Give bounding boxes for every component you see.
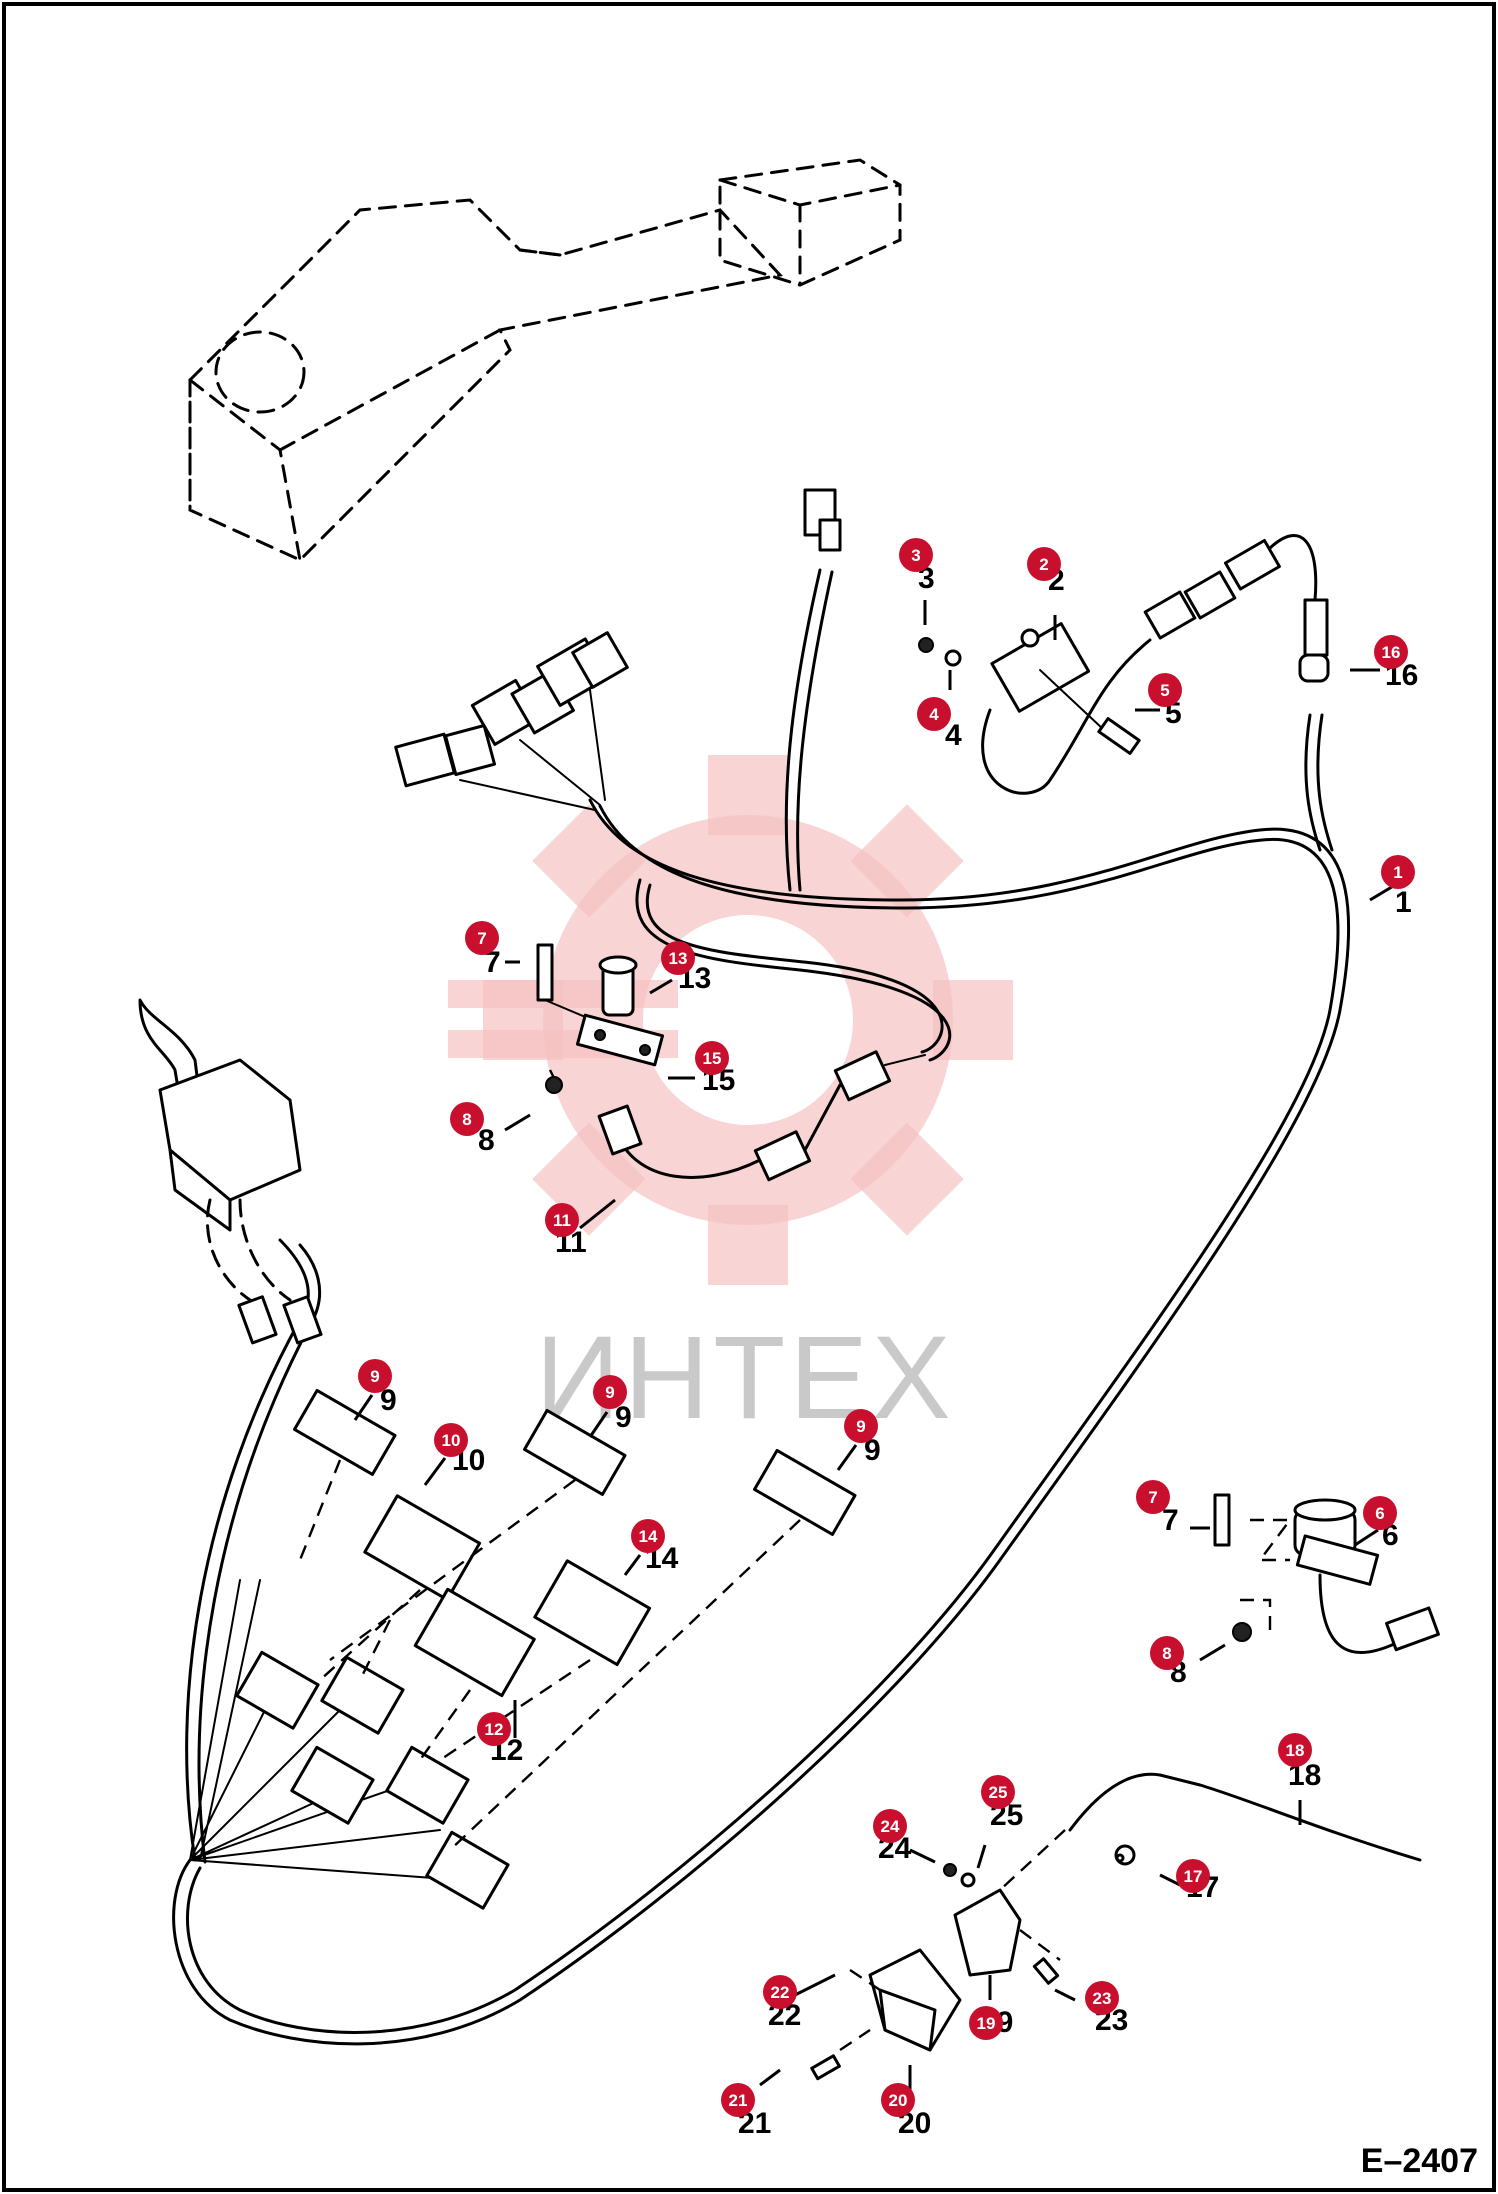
svg-text:4: 4 [929,705,939,724]
svg-text:14: 14 [639,1527,658,1546]
callout-10[interactable]: 10 [434,1423,468,1457]
part-label-7a: 7 [484,946,501,979]
figure-number: E–2407 [1361,2142,1478,2180]
callout-24[interactable]: 24 [873,1809,907,1843]
callout-1[interactable]: 1 [1381,855,1415,889]
callout-8b[interactable]: 8 [1150,1636,1184,1670]
svg-text:1: 1 [1393,863,1402,882]
callout-4[interactable]: 4 [917,697,951,731]
callout-16[interactable]: 16 [1374,635,1408,669]
part-label-8a: 8 [478,1124,495,1157]
svg-text:3: 3 [911,546,920,565]
callout-2[interactable]: 2 [1027,547,1061,581]
svg-text:17: 17 [1184,1867,1203,1886]
callout-12[interactable]: 12 [477,1712,511,1746]
svg-text:18: 18 [1286,1741,1305,1760]
svg-text:2: 2 [1039,555,1048,574]
callout-7b[interactable]: 7 [1136,1480,1170,1514]
svg-text:7: 7 [477,929,486,948]
switch-assembly [918,534,1330,795]
part-label-9c: 9 [864,1434,881,1467]
svg-text:5: 5 [1160,681,1169,700]
svg-text:13: 13 [669,949,688,968]
callout-5[interactable]: 5 [1148,673,1182,707]
svg-text:23: 23 [1093,1989,1112,2008]
callout-8a[interactable]: 8 [450,1102,484,1136]
callout-11[interactable]: 11 [545,1203,579,1237]
connector-bank [235,1388,857,1910]
callout-19[interactable]: 19 [969,2006,1003,2040]
callout-9a[interactable]: 9 [358,1359,392,1393]
svg-text:21: 21 [729,2091,748,2110]
sensor-mount [536,943,926,1182]
svg-text:11: 11 [553,1211,571,1230]
watermark: ИНТЕХ [448,755,1013,1444]
callout-21[interactable]: 21 [721,2083,755,2117]
svg-text:24: 24 [881,1817,900,1836]
callout-20[interactable]: 20 [881,2083,915,2117]
svg-text:7: 7 [1148,1488,1157,1507]
callout-7a[interactable]: 7 [465,921,499,955]
speed-sensor [1213,1493,1440,1654]
callout-13[interactable]: 13 [661,941,695,975]
svg-text:25: 25 [989,1783,1008,1802]
svg-text:15: 15 [703,1049,722,1068]
svg-text:9: 9 [605,1383,614,1402]
knob-assembly [810,1772,1422,2081]
callouts: 1 2 3 4 5 6 7 7 8 8 9 9 9 10 11 12 13 14… [358,538,1415,2117]
label-leaders [353,600,1396,2090]
callout-14[interactable]: 14 [631,1519,665,1553]
part-label-4: 4 [945,719,962,752]
callout-18[interactable]: 18 [1278,1733,1312,1767]
svg-text:9: 9 [370,1367,379,1386]
callout-3[interactable]: 3 [899,538,933,572]
callout-9b[interactable]: 9 [593,1375,627,1409]
callout-23[interactable]: 23 [1085,1981,1119,2015]
part-label-1: 1 [1395,886,1412,919]
part-label-9a: 9 [380,1384,397,1417]
wire-harness [172,568,1351,2046]
callout-17[interactable]: 17 [1176,1859,1210,1893]
part-label-9b: 9 [615,1401,632,1434]
svg-text:19: 19 [977,2014,996,2033]
callout-25[interactable]: 25 [981,1775,1015,1809]
svg-text:6: 6 [1375,1504,1384,1523]
callout-15[interactable]: 15 [695,1041,729,1075]
svg-text:20: 20 [889,2091,908,2110]
svg-text:8: 8 [1162,1644,1171,1663]
svg-text:10: 10 [442,1431,461,1450]
harness-connectors-top [394,488,842,811]
svg-text:8: 8 [462,1110,471,1129]
joystick [138,998,323,1345]
svg-text:16: 16 [1382,643,1401,662]
console-outline [188,158,902,562]
part-label-7b: 7 [1162,1504,1179,1537]
watermark-gear-icon [448,755,1013,1285]
callout-6[interactable]: 6 [1363,1496,1397,1530]
svg-text:12: 12 [485,1720,504,1739]
svg-text:22: 22 [771,1983,790,2002]
callout-9c[interactable]: 9 [844,1409,878,1443]
callout-22[interactable]: 22 [763,1975,797,2009]
svg-text:9: 9 [856,1417,865,1436]
